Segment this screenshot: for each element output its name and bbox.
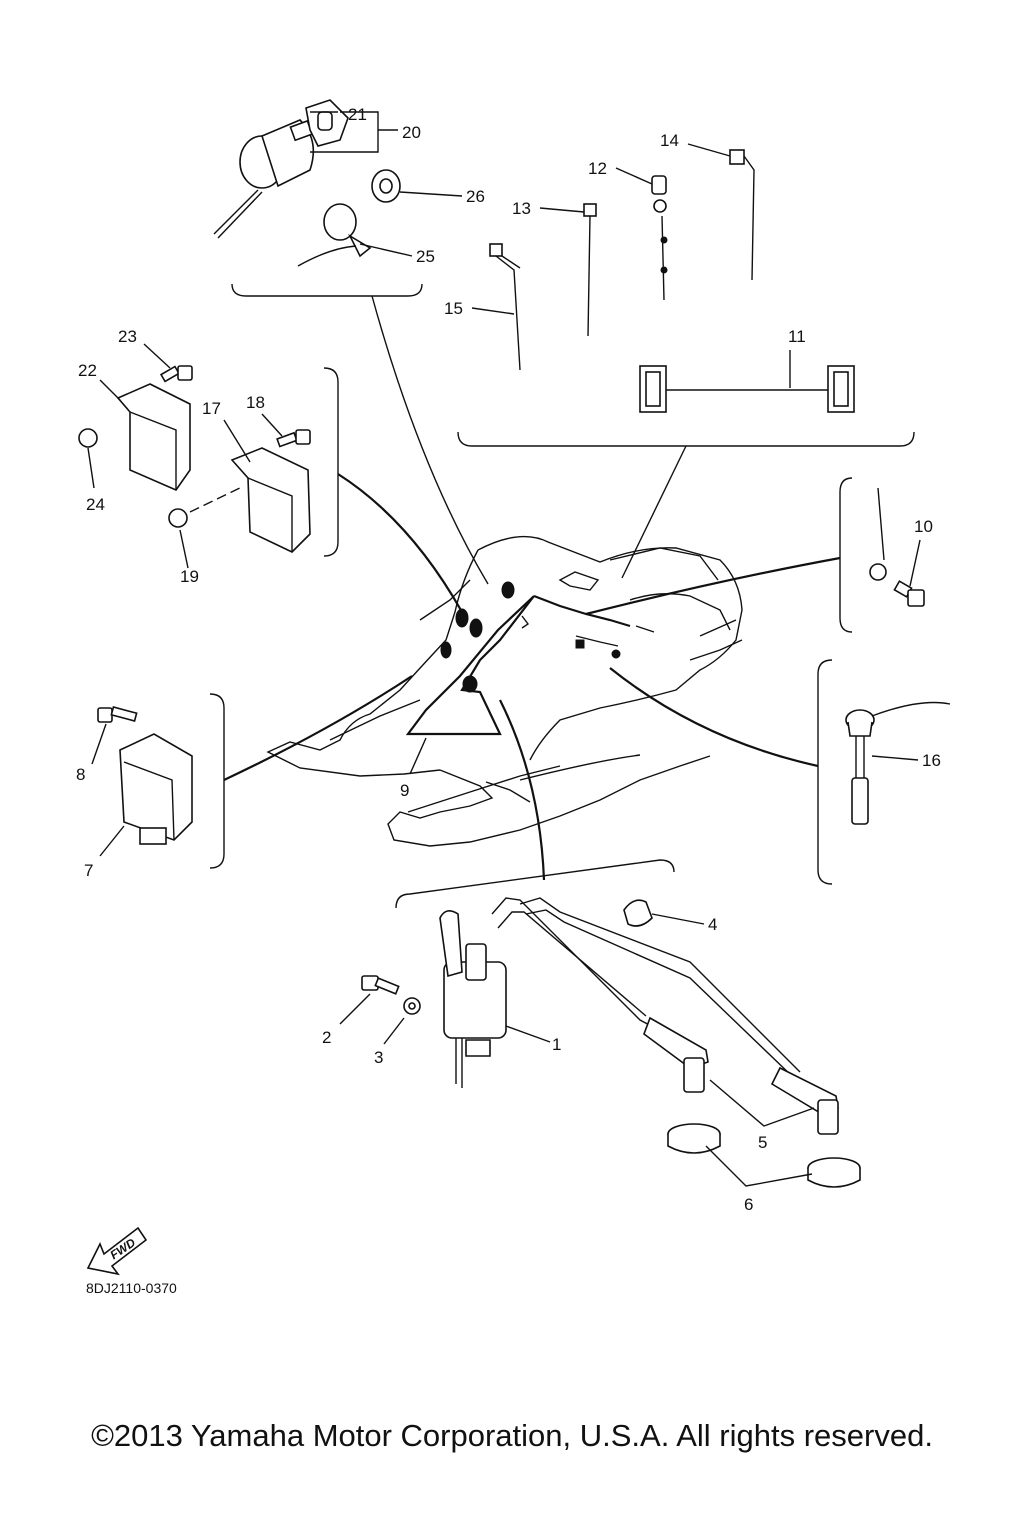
bolt-part-23 (159, 365, 193, 383)
callout-16: 16 (922, 751, 941, 770)
callout-19: 19 (180, 567, 199, 586)
callout-4: 4 (708, 915, 717, 934)
callout-7: 7 (84, 861, 93, 880)
callout-26: 26 (466, 187, 485, 206)
callout-leaders (87, 111, 921, 1187)
relay-part-7 (119, 733, 193, 845)
bolt-part-18 (276, 429, 311, 448)
callout-8: 8 (76, 765, 85, 784)
copyright-notice: ©2013 Yamaha Motor Corporation, U.S.A. A… (91, 1418, 933, 1453)
callout-24: 24 (86, 495, 105, 514)
group-bracket-bottom (395, 859, 675, 909)
group-bracket-top-left (231, 283, 423, 297)
callout-3: 3 (374, 1048, 383, 1067)
group-bracket-top-right (457, 431, 915, 447)
callout-13: 13 (512, 199, 531, 218)
callout-20: 20 (402, 123, 421, 142)
callout-9: 9 (400, 781, 409, 800)
band-part-14 (729, 149, 755, 281)
sensor-part-16 (845, 701, 951, 825)
band-part-15 (489, 243, 521, 371)
callout-18: 18 (246, 393, 265, 412)
callout-1: 1 (552, 1035, 561, 1054)
cdi-unit-part-17 (230, 447, 311, 553)
main-switch-part-20 (213, 119, 315, 239)
group-bracket-right-lower (817, 659, 833, 885)
callout-14: 14 (660, 131, 679, 150)
callout-2: 2 (322, 1028, 331, 1047)
fwd-arrow-icon: FWD (86, 1226, 148, 1276)
group-bracket-left-coil (209, 693, 225, 869)
group-bracket-right-upper (839, 477, 853, 633)
callout-15: 15 (444, 299, 463, 318)
spark-plug-leads-part-5 (491, 897, 839, 1135)
band-part-13 (583, 203, 597, 337)
callout-11: 11 (788, 327, 806, 346)
callout-6: 6 (744, 1195, 753, 1214)
callout-22: 22 (78, 361, 97, 380)
leader-lines (223, 295, 841, 881)
callout-17: 17 (202, 399, 221, 418)
harness-connectors (440, 581, 621, 693)
nut-part-24 (78, 428, 98, 448)
wire-harness-part-9 (405, 595, 535, 736)
nut-part-19 (168, 485, 245, 528)
callout-23: 23 (118, 327, 137, 346)
bolt-part-8 (97, 706, 138, 723)
ground-lead-part-10 (869, 487, 925, 607)
washer-part-3 (403, 997, 421, 1015)
clamp-part-11 (639, 365, 855, 413)
group-bracket-left-cdi (323, 367, 339, 557)
part-code: 8DJ2110-0370 (86, 1280, 177, 1296)
plug-caps-part-6 (667, 1123, 861, 1188)
callout-21: 21 (348, 105, 367, 124)
callout-5: 5 (758, 1133, 767, 1152)
bolt-part-2 (361, 975, 400, 995)
callout-12: 12 (588, 159, 607, 178)
holder-part-4 (623, 899, 653, 927)
ignition-coil-part-1 (439, 910, 507, 1088)
callout-10: 10 (914, 517, 933, 536)
band-part-12 (651, 175, 668, 301)
cdi-unit-part-22 (116, 383, 191, 491)
snowmobile-frame (266, 535, 743, 847)
collar-part-26 (371, 169, 401, 203)
throttle-switch-part-25 (297, 203, 372, 267)
callout-25: 25 (416, 247, 435, 266)
